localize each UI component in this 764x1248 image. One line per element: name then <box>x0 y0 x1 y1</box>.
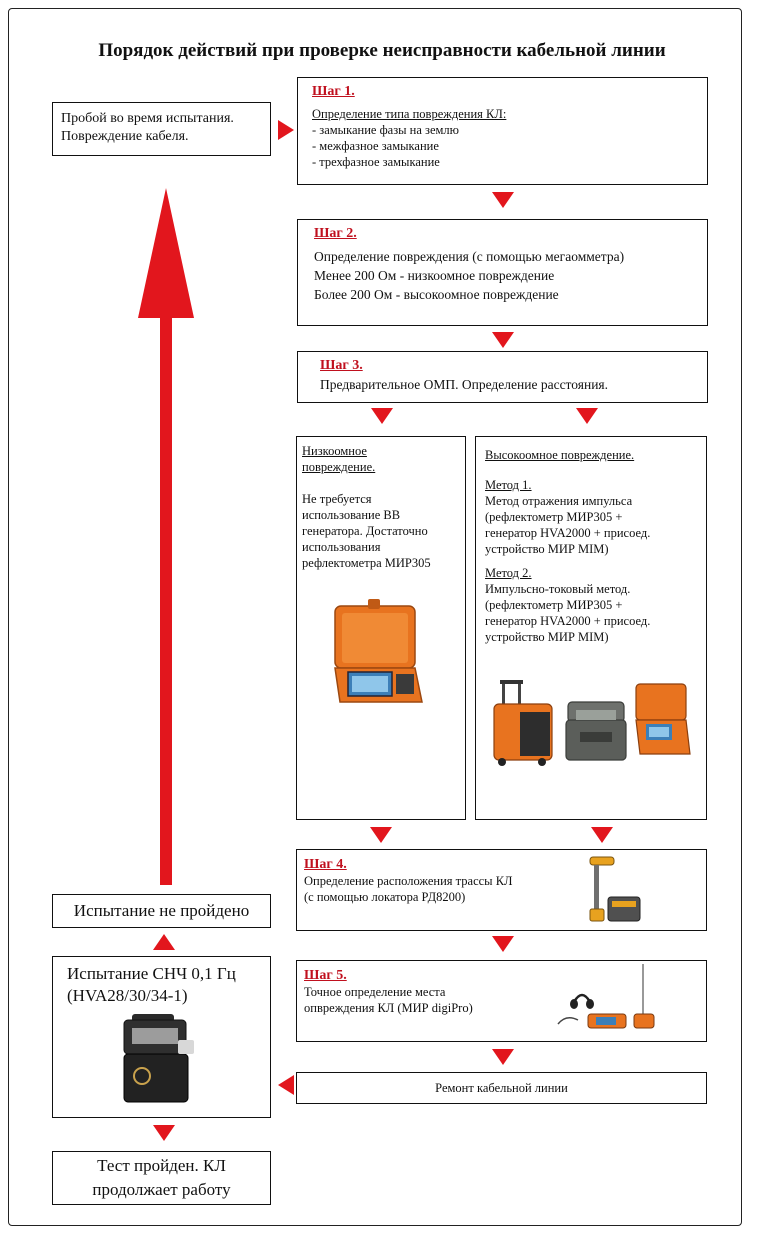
method2-label: Метод 2. <box>485 566 532 580</box>
step2-box: Шаг 2. Определение повреждения (с помощь… <box>297 219 708 326</box>
arrow-step1-to-step2 <box>492 192 514 208</box>
step1-label: Шаг 1. <box>312 84 355 99</box>
return-arrow-shaft <box>160 230 172 885</box>
low-ohm-heading-1: Низкоомное <box>302 444 367 458</box>
vlf-test-line-1: Испытание СНЧ 0,1 Гц <box>67 964 236 983</box>
low-ohm-box: Низкоомное повреждение. Не требуется исп… <box>296 436 466 820</box>
step4-line-1: Определение расположения трассы КЛ <box>304 874 513 888</box>
cable-locator-image <box>589 856 641 922</box>
step2-line-2: Менее 200 Ом - низкоомное повреждение <box>314 268 555 283</box>
arrow-to-step1 <box>278 120 294 140</box>
low-ohm-line-5: рефлектометра МИР305 <box>302 556 431 570</box>
test-passed-box: Тест пройден. КЛ продолжает работу <box>52 1151 271 1205</box>
arrow-low-to-step4 <box>370 827 392 843</box>
low-ohm-heading-2: повреждение. <box>302 460 376 474</box>
method1-line-3: генератор HVA2000 + присоед. <box>485 526 651 540</box>
method2-line-4: устройство МИР MIM) <box>485 630 609 644</box>
step5-line-2: опвреждения КЛ (МИР digiPro) <box>304 1001 473 1015</box>
test-passed-line-1: Тест пройден. КЛ <box>97 1156 226 1175</box>
step1-heading: Определение типа повреждения КЛ: <box>312 107 507 121</box>
step5-label: Шаг 5. <box>304 968 347 983</box>
method2-line-3: генератор HVA2000 + присоед. <box>485 614 651 628</box>
step3-label: Шаг 3. <box>320 358 363 373</box>
step4-line-2: (с помощью локатора РД8200) <box>304 890 466 904</box>
step1-item-3: - трехфазное замыкание <box>312 155 440 169</box>
diagram-frame <box>8 8 742 1226</box>
reflectometer-image <box>334 599 423 703</box>
step5-line-1: Точное определение места <box>304 985 446 999</box>
step3-box: Шаг 3. Предварительное ОМП. Определение … <box>297 351 708 403</box>
method2-line-1: Импульсно-токовый метод. <box>485 582 631 596</box>
arrow-step5-to-repair <box>492 1049 514 1065</box>
step1-item-1: - замыкание фазы на землю <box>312 123 460 137</box>
test-failed-box: Испытание не пройдено <box>52 894 271 928</box>
test-failed-text: Испытание не пройдено <box>73 901 250 920</box>
step4-box: Шаг 4. Определение расположения трассы К… <box>296 849 707 931</box>
repair-box: Ремонт кабельной линии <box>296 1072 707 1104</box>
step2-line-3: Более 200 Ом - высокоомное повреждение <box>314 287 559 302</box>
step3-text: Предварительное ОМП. Определение расстоя… <box>320 377 609 392</box>
page-title: Порядок действий при проверке неисправно… <box>98 40 666 61</box>
low-ohm-line-4: использования <box>302 540 381 554</box>
equipment-set-image <box>493 680 691 766</box>
digipro-set-image <box>557 964 655 1029</box>
arrow-step2-to-step3 <box>492 332 514 348</box>
vlf-test-line-2: (HVA28/30/34-1) <box>67 986 188 1005</box>
method1-line-4: устройство МИР MIM) <box>485 542 609 556</box>
arrow-step3-to-high <box>576 408 598 424</box>
arrow-high-to-step4 <box>591 827 613 843</box>
method1-line-2: (рефлектометр МИР305 + <box>485 510 623 524</box>
arrow-repair-to-vlf <box>278 1075 294 1095</box>
breakdown-line-1: Пробой во время испытания. <box>61 111 234 126</box>
method1-label: Метод 1. <box>485 478 532 492</box>
arrow-vlf-to-failed <box>153 934 175 950</box>
low-ohm-line-3: генератора. Достаточно <box>302 524 428 538</box>
arrow-step3-to-low <box>371 408 393 424</box>
test-passed-line-2: продолжает работу <box>92 1180 231 1199</box>
step2-label: Шаг 2. <box>314 226 357 241</box>
arrow-vlf-to-passed <box>153 1125 175 1141</box>
return-arrow-head <box>138 188 194 318</box>
low-ohm-line-1: Не требуется <box>302 492 372 506</box>
high-ohm-heading: Высокоомное повреждение. <box>485 448 635 462</box>
step4-label: Шаг 4. <box>304 857 347 872</box>
method1-line-1: Метод отражения импульса <box>485 494 633 508</box>
arrow-step4-to-step5 <box>492 936 514 952</box>
low-ohm-line-2: использование ВВ <box>302 508 401 522</box>
step1-item-2: - межфазное замыкание <box>312 139 439 153</box>
step2-line-1: Определение повреждения (с помощью мегао… <box>314 249 625 264</box>
vlf-test-set-image <box>123 1014 194 1103</box>
step1-box: Шаг 1. Определение типа повреждения КЛ: … <box>297 77 708 185</box>
breakdown-line-2: Повреждение кабеля. <box>61 129 189 144</box>
method2-line-2: (рефлектометр МИР305 + <box>485 598 623 612</box>
repair-text: Ремонт кабельной линии <box>435 1081 568 1095</box>
breakdown-box: Пробой во время испытания. Повреждение к… <box>52 102 271 156</box>
